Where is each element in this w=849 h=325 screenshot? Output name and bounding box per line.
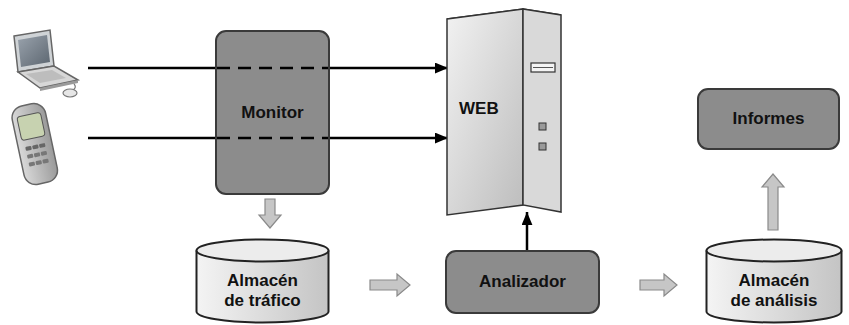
report-box: Informes xyxy=(697,88,840,150)
process-box: Analizador xyxy=(445,250,600,314)
flow-arrow xyxy=(640,274,677,296)
server-icon: WEB xyxy=(445,5,563,220)
laptop-icon xyxy=(14,30,78,97)
node-label: Monitor xyxy=(241,103,303,123)
request-arrow xyxy=(526,212,529,250)
node-label: Analizador xyxy=(479,272,566,292)
storage-cylinder: Almacén de tráfico xyxy=(195,238,330,324)
node-label: Informes xyxy=(733,109,805,129)
request-arrow xyxy=(330,137,448,140)
phone-icon xyxy=(10,101,60,186)
text-group: Almacén de análisis xyxy=(729,271,819,310)
flow-arrow xyxy=(762,174,784,230)
text-group: Almacén de tráfico xyxy=(218,271,308,310)
text-group: Informes xyxy=(733,109,805,129)
storage-cylinder: Almacén de análisis xyxy=(705,238,843,324)
flow-arrow xyxy=(370,274,410,296)
node-label: Almacén de tráfico xyxy=(218,271,308,310)
text-group: WEB xyxy=(459,99,499,119)
traffic-line xyxy=(88,137,216,140)
text-group: Analizador xyxy=(479,272,566,292)
node-label: WEB xyxy=(459,99,499,119)
monitor-box: Monitor xyxy=(215,30,330,195)
flow-arrow xyxy=(259,199,281,228)
traffic-line xyxy=(88,67,216,70)
text-group: Monitor xyxy=(241,103,303,123)
node-label: Almacén de análisis xyxy=(729,271,819,310)
request-arrow xyxy=(330,67,448,70)
